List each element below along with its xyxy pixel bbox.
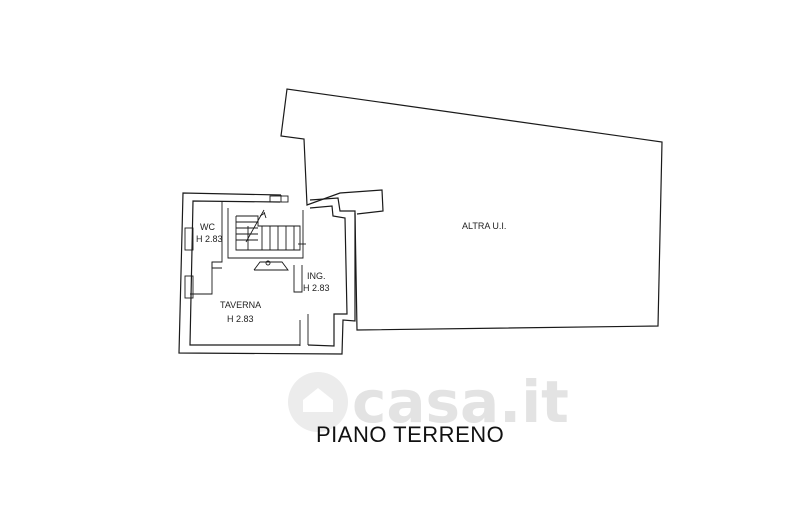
house-logo-icon — [288, 372, 348, 432]
room-height-ingresso: H 2.83 — [303, 283, 330, 293]
room-label-altra-ui: ALTRA U.I. — [462, 221, 506, 231]
house-outer-walls — [178, 192, 356, 355]
room-label-taverna: TAVERNA — [220, 300, 261, 310]
watermark-text: casa.it — [352, 368, 569, 436]
room-height-wc: H 2.83 — [196, 234, 223, 244]
fireplace — [253, 260, 289, 271]
watermark: casa.it — [288, 368, 569, 436]
staircase — [235, 209, 306, 251]
interior-walls — [184, 195, 304, 299]
room-label-wc: WC — [200, 222, 215, 232]
room-height-taverna: H 2.83 — [227, 314, 254, 324]
room-label-ingresso: ING. — [307, 271, 326, 281]
floor-title: PIANO TERRENO — [316, 422, 504, 447]
altra-unit-walls — [280, 88, 663, 331]
